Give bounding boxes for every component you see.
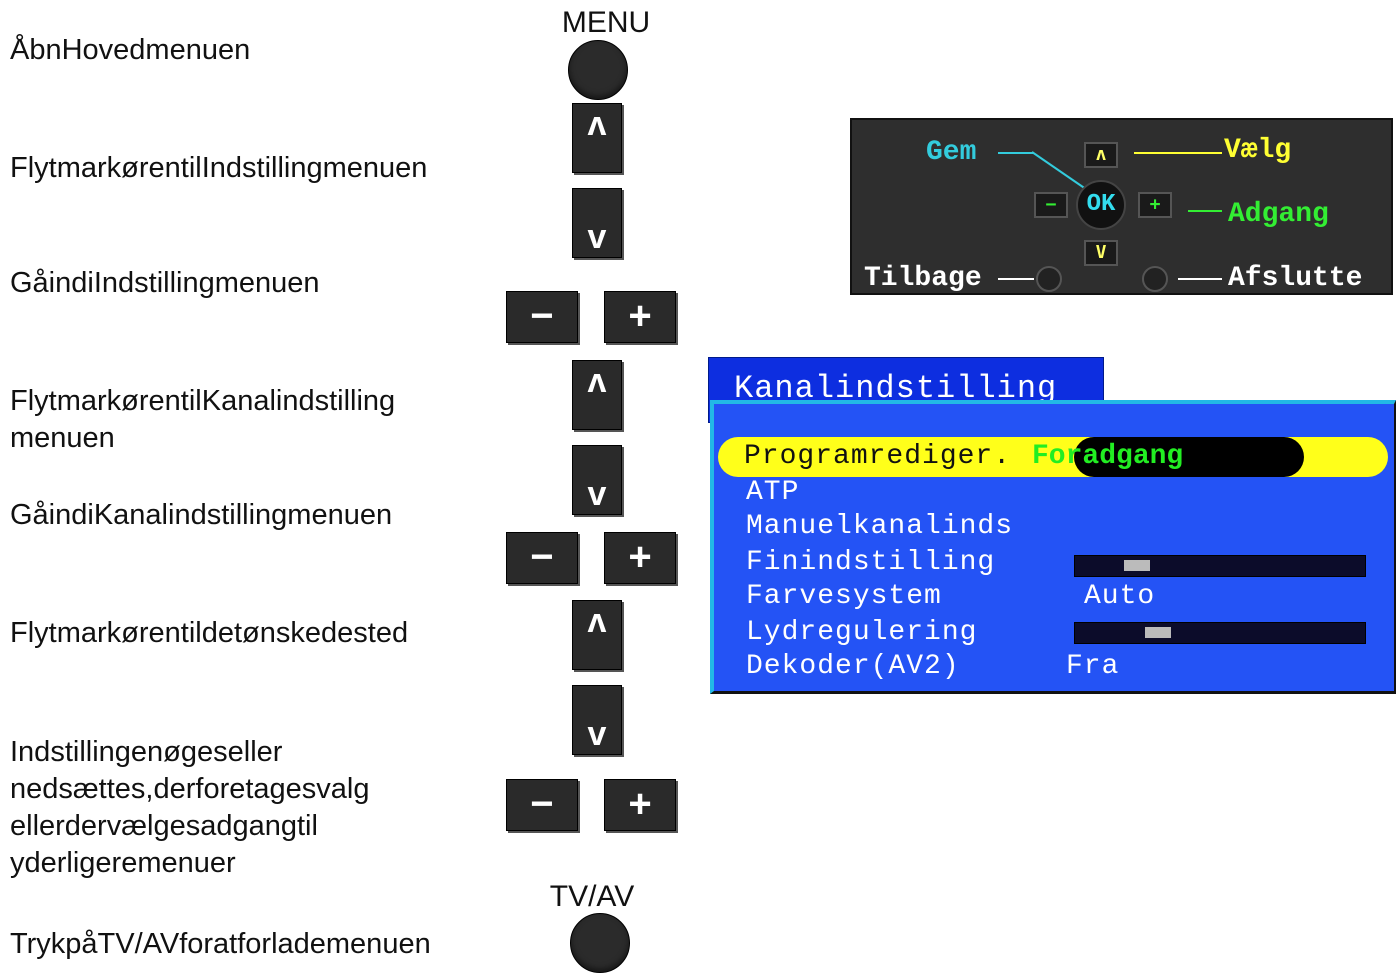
lydregulering-slider[interactable] [1074,622,1366,644]
instruction-adjust-setting: Indstillingenøgeseller nedsættes,derfore… [10,736,370,879]
down-button[interactable]: v [572,685,622,755]
osd-hint-foradgang: Foradgang [1032,441,1184,472]
minus-icon: − [530,535,554,579]
lydregulering-slider-thumb[interactable] [1144,627,1171,638]
plus-button[interactable]: + [604,532,676,584]
up-button[interactable]: ʌ [572,600,622,670]
up-button[interactable]: ʌ [572,360,622,430]
down-arrow-icon: v [587,475,607,513]
plus-icon: + [628,535,652,579]
minus-button[interactable]: − [506,779,578,831]
instruction-move-to-position: Flytmarkørentildetønskedested [10,617,409,649]
osd-item-atp[interactable]: ATP [746,477,800,508]
panel-up-key: ʌ [1084,142,1118,168]
up-arrow-icon: ʌ [587,362,607,400]
osd-item-finindstilling[interactable]: Finindstilling [746,547,996,578]
instruction-exit-menu: TrykpåTV/AVforatforlademenuen [10,928,431,960]
farvesystem-value: Auto [1084,581,1156,612]
menu-label: MENU [561,6,651,39]
up-arrow-icon: ʌ [587,105,607,143]
instruction-open-main-menu: ÅbnHovedmenuen [10,34,251,66]
remote-control-panel: Gem ʌ Vælg − OK + Adgang V Tilbage Afslu… [850,118,1393,295]
osd-selection-highlight[interactable] [718,437,1388,477]
tilbage-label: Tilbage [864,263,982,294]
instruction-move-to-settings: FlytmarkørentilIndstillingmenuen [10,152,428,184]
down-button[interactable]: v [572,445,622,515]
instruction-move-to-channel-setup: FlytmarkørentilKanalindstilling menuen [10,385,396,454]
vaelg-label: Vælg [1224,135,1292,166]
panel-minus-key: − [1034,192,1068,218]
minus-button[interactable]: − [506,532,578,584]
vaelg-connector [1134,152,1222,154]
adgang-connector [1188,210,1222,212]
osd-item-dekoder[interactable]: Dekoder(AV2) [746,651,960,682]
down-button[interactable]: v [572,188,622,258]
instruction-enter-settings: GåindiIndstillingmenuen [10,267,320,299]
panel-back-button [1036,266,1062,292]
osd-item-programrediger[interactable]: Programrediger. [744,441,1012,472]
adgang-label: Adgang [1228,199,1329,230]
plus-button[interactable]: + [604,779,676,831]
osd-item-manuelkanalinds[interactable]: Manuelkanalinds [746,511,1014,542]
finindstilling-slider[interactable] [1074,555,1366,577]
afslutte-connector [1178,278,1222,280]
tvav-label: TV/AV [549,880,635,913]
up-button[interactable]: ʌ [572,103,622,173]
up-arrow-icon: ʌ [587,602,607,640]
menu-button[interactable] [568,40,628,100]
gem-label: Gem [926,137,977,168]
tvav-button[interactable] [570,913,630,973]
panel-plus-key: + [1138,192,1172,218]
osd-selection-hint-bg [1074,437,1304,477]
dekoder-value: Fra [1066,651,1120,682]
osd-item-farvesystem[interactable]: Farvesystem [746,581,942,612]
osd-item-lydregulering[interactable]: Lydregulering [746,617,978,648]
osd-menu-body: Programrediger. Foradgang ATP Manuelkana… [710,400,1396,694]
down-arrow-icon: v [587,218,607,256]
plus-button[interactable]: + [604,291,676,343]
panel-exit-button [1142,266,1168,292]
finindstilling-slider-thumb[interactable] [1124,560,1151,571]
gem-connector [998,152,1034,154]
tilbage-connector [998,278,1034,280]
minus-icon: − [530,294,554,338]
plus-icon: + [628,294,652,338]
afslutte-label: Afslutte [1228,263,1363,294]
minus-button[interactable]: − [506,291,578,343]
down-arrow-icon: v [587,715,607,753]
panel-down-key: V [1084,240,1118,266]
panel-ok-key: OK [1076,180,1126,230]
instruction-enter-channel-setup: GåindiKanalindstillingmenuen [10,499,393,531]
minus-icon: − [530,782,554,826]
plus-icon: + [628,782,652,826]
